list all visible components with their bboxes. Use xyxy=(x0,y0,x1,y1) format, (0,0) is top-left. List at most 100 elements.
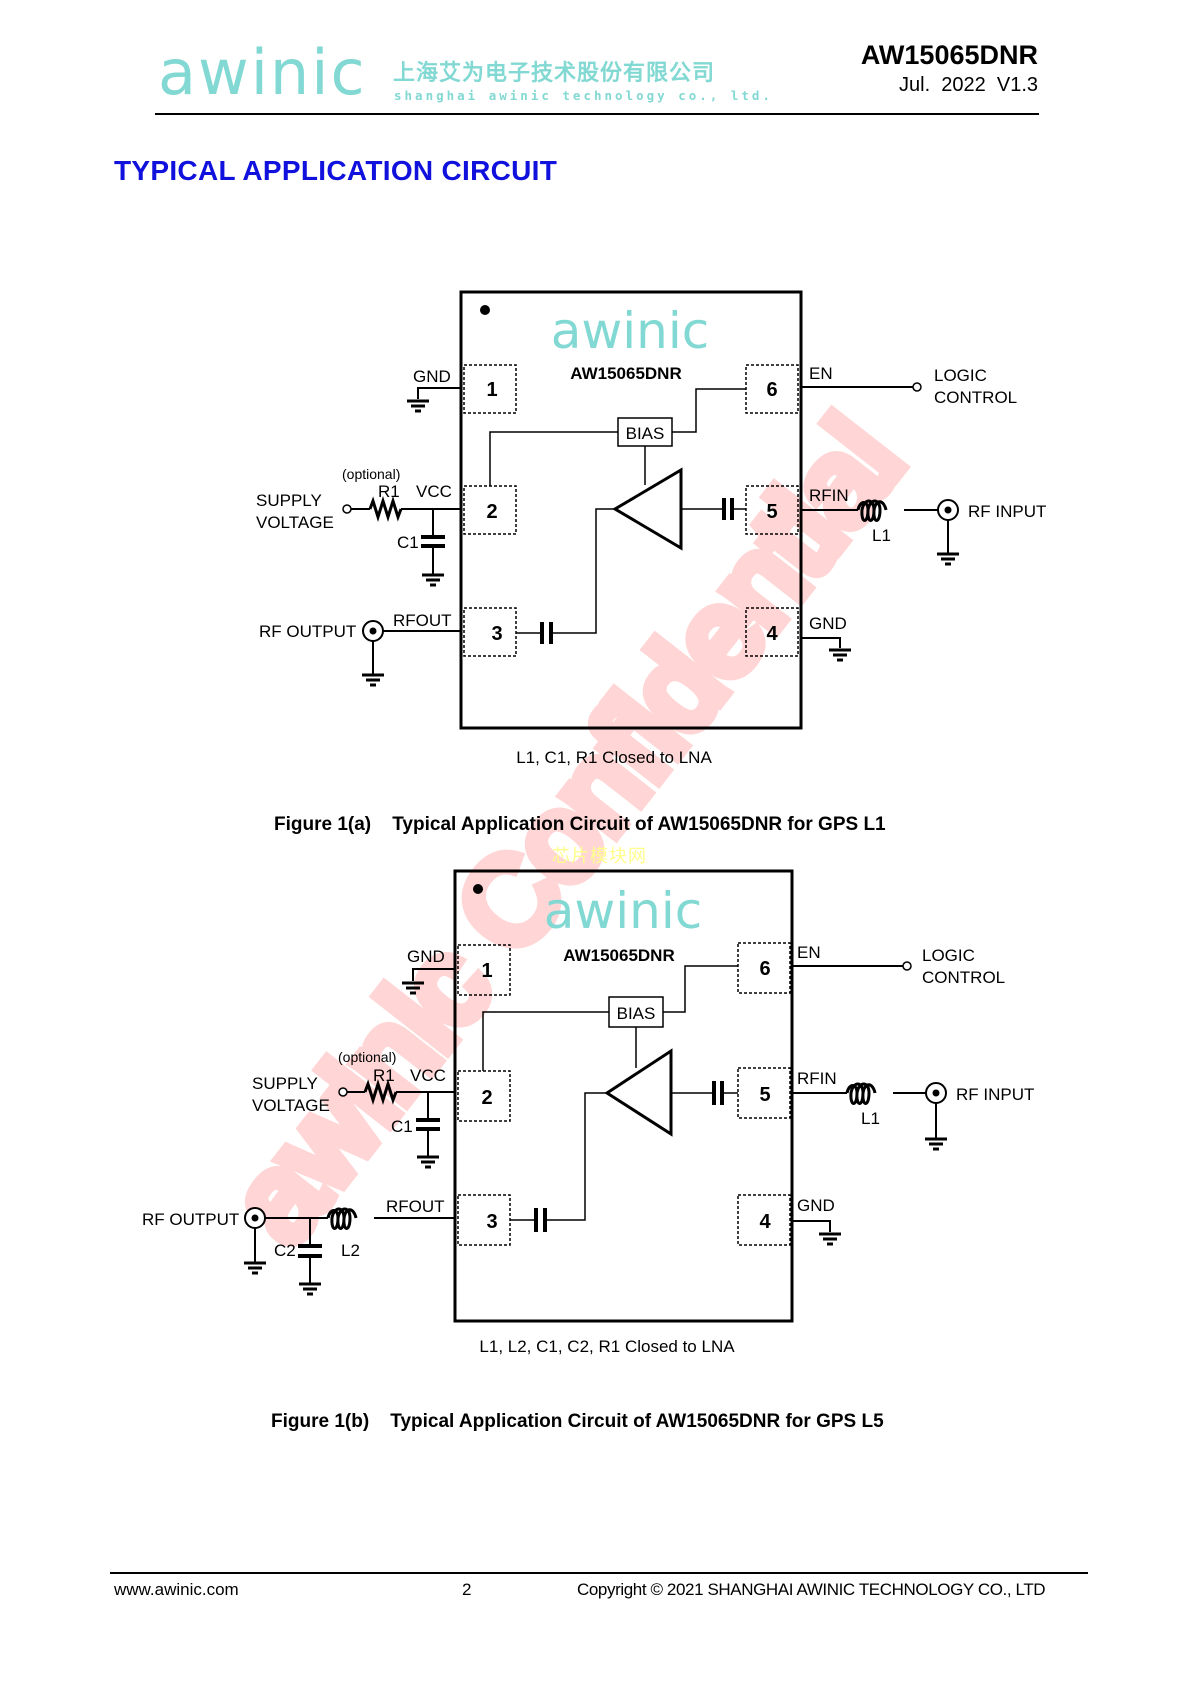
resistor-r1-icon xyxy=(363,1078,398,1106)
rf-output-label: RF OUTPUT xyxy=(259,622,356,641)
pin-2-number: 2 xyxy=(486,501,497,523)
pin-4-label: GND xyxy=(809,614,847,633)
rf-output-label: RF OUTPUT xyxy=(142,1210,239,1229)
placement-note: L1, L2, C1, C2, R1 Closed to LNA xyxy=(479,1337,735,1356)
pin-4-number: 4 xyxy=(759,1211,771,1233)
rf-input-connector-icon xyxy=(925,1082,947,1104)
section-title: TYPICAL APPLICATION CIRCUIT xyxy=(114,155,558,186)
placement-note: L1, C1, R1 Closed to LNA xyxy=(516,748,712,767)
pin1-marker-dot xyxy=(480,305,490,315)
header-divider xyxy=(155,113,1039,115)
rf-input-label: RF INPUT xyxy=(968,502,1046,521)
amplifier-triangle xyxy=(604,1048,673,1137)
pin-1-box xyxy=(457,944,511,996)
copyright-notice: Copyright © 2021 SHANGHAI AWINIC TECHNOL… xyxy=(577,1580,1046,1599)
pin-6-box xyxy=(737,942,791,994)
pin-1-number: 1 xyxy=(481,960,492,982)
ground-icon xyxy=(817,1232,843,1246)
logic-terminal-icon xyxy=(902,961,912,971)
supply-voltage-label-line2: VOLTAGE xyxy=(256,513,334,532)
c1-label: C1 xyxy=(391,1117,413,1136)
pin-4-number: 4 xyxy=(766,623,778,645)
rf-output-connector-icon xyxy=(362,620,384,642)
pin1-marker-dot xyxy=(473,884,483,894)
optional-label: (optional) xyxy=(338,1049,396,1065)
logic-control-label-line2: CONTROL xyxy=(922,968,1005,987)
page-number: 2 xyxy=(462,1580,472,1599)
chip-body xyxy=(453,869,794,1323)
document-version: Jul. 2022 V1.3 xyxy=(899,74,1038,96)
watermark-chinese: 芯片模块网 xyxy=(552,846,647,867)
pin-2-box xyxy=(457,1070,511,1122)
ground-icon xyxy=(415,1155,441,1169)
pin-1-box xyxy=(463,364,517,414)
pin-2-label: VCC xyxy=(410,1066,446,1085)
ground-icon xyxy=(827,648,853,662)
pin-5-number: 5 xyxy=(759,1084,770,1106)
footer-website-link[interactable]: www.awinic.com xyxy=(114,1580,239,1599)
c2-label: C2 xyxy=(274,1241,296,1260)
l1-label: L1 xyxy=(861,1109,880,1128)
pin-5-label: RFIN xyxy=(809,486,849,505)
document-part-number: AW15065DNR xyxy=(860,40,1038,70)
l1-label: L1 xyxy=(872,526,891,545)
c1-label: C1 xyxy=(397,533,419,552)
supply-terminal-icon xyxy=(342,504,352,514)
pin-4-box xyxy=(737,1194,791,1246)
amplifier-triangle xyxy=(612,467,683,551)
pin-5-number: 5 xyxy=(766,501,777,523)
pin-3-number: 3 xyxy=(491,623,502,645)
pin-4-box xyxy=(745,607,799,657)
rf-output-connector-icon xyxy=(244,1207,266,1229)
pin-3-label: RFOUT xyxy=(393,611,452,630)
pin-3-label: RFOUT xyxy=(386,1197,445,1216)
pin-6-number: 6 xyxy=(759,958,770,980)
inductor-l1-icon xyxy=(845,1082,877,1105)
pin-1-label: GND xyxy=(407,947,445,966)
bias-label: BIAS xyxy=(617,1004,656,1023)
logic-control-label-line2: CONTROL xyxy=(934,388,1017,407)
resistor-r1-icon xyxy=(368,495,403,523)
figure-b-circuit: awinic AW15065DNR 1 2 3 4 5 6 BIAS GND (… xyxy=(142,869,1034,1432)
logic-terminal-icon xyxy=(912,382,922,392)
ground-icon xyxy=(405,399,431,413)
pin-5-box xyxy=(745,485,799,535)
pin-3-box xyxy=(457,1194,511,1246)
ground-icon xyxy=(297,1282,323,1296)
supply-voltage-label-line1: SUPPLY xyxy=(252,1074,318,1093)
pin-6-label: EN xyxy=(809,364,833,383)
ground-icon xyxy=(242,1261,268,1275)
pin-6-label: EN xyxy=(797,943,821,962)
logic-control-label-line1: LOGIC xyxy=(934,366,987,385)
ground-icon xyxy=(935,552,961,566)
chip-logo: awinic xyxy=(544,882,703,940)
supply-voltage-label-line1: SUPPLY xyxy=(256,491,322,510)
pin-2-label: VCC xyxy=(416,482,452,501)
pin-4-label: GND xyxy=(797,1196,835,1215)
pin-1-label: GND xyxy=(413,367,451,386)
chip-name: AW15065DNR xyxy=(570,364,682,383)
pin-2-number: 2 xyxy=(481,1087,492,1109)
pin-3-number: 3 xyxy=(486,1211,497,1233)
pin-5-box xyxy=(737,1067,791,1119)
figure-a-circuit: awinic AW15065DNR 1 2 3 4 5 6 BIAS GND xyxy=(256,290,1046,835)
footer-divider xyxy=(110,1572,1088,1574)
supply-terminal-icon xyxy=(338,1087,348,1097)
pin-6-number: 6 xyxy=(766,379,777,401)
pin-1-number: 1 xyxy=(486,379,497,401)
ground-icon xyxy=(923,1137,949,1151)
chip-name: AW15065DNR xyxy=(563,946,675,965)
pin-5-label: RFIN xyxy=(797,1069,837,1088)
optional-label: (optional) xyxy=(342,466,400,482)
rf-input-connector-icon xyxy=(937,499,959,521)
bias-label: BIAS xyxy=(626,424,665,443)
ground-icon xyxy=(360,673,386,687)
figure-caption: Figure 1(a) Typical Application Circuit … xyxy=(274,814,886,835)
figure-caption: Figure 1(b) Typical Application Circuit … xyxy=(271,1411,884,1432)
logic-control-label-line1: LOGIC xyxy=(922,946,975,965)
company-name-english: shanghai awinic technology co., ltd. xyxy=(394,88,773,103)
chip-logo: awinic xyxy=(551,302,710,360)
pin-3-box xyxy=(463,607,517,657)
rf-input-label: RF INPUT xyxy=(956,1085,1034,1104)
